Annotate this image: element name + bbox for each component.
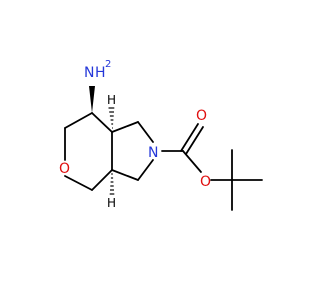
hash-bond-top [108,107,115,129]
bond-c3-c3a [91,169,113,191]
bond-o-ring-c3 [64,175,93,191]
ester-o-label: O [200,174,211,190]
bond-carbonyl-double-a [180,123,199,152]
bond-c7-n-ring [137,121,154,143]
bond-c1-c2 [64,112,93,129]
amine-h-label: H [95,65,106,81]
bond-c5-c3a [111,169,139,181]
structure-canvas: N H 2 O N O O H H [59,59,263,211]
bond-c7a-c7 [111,121,139,133]
bond-c7a-c1 [91,112,113,133]
wedge-bond-amine [89,86,95,113]
ring-o-label: O [59,161,70,177]
stereo-h-bottom-label: H [107,196,116,210]
stereo-h-top-label: H [107,93,116,107]
carbonyl-o-label: O [196,108,207,124]
ring-n-label: N [148,145,158,161]
bond-n-ring-c5 [137,159,154,181]
bond-c-carbonyl-o-ester [182,150,202,173]
bond-set [64,112,263,211]
amine-h-count-label: 2 [105,59,111,70]
bond-carbonyl-double-b [185,126,204,155]
molecule-drawing: N H 2 O N O O H H [59,59,263,211]
amine-n-label: N [84,65,94,81]
hash-bond-bottom [109,173,115,195]
